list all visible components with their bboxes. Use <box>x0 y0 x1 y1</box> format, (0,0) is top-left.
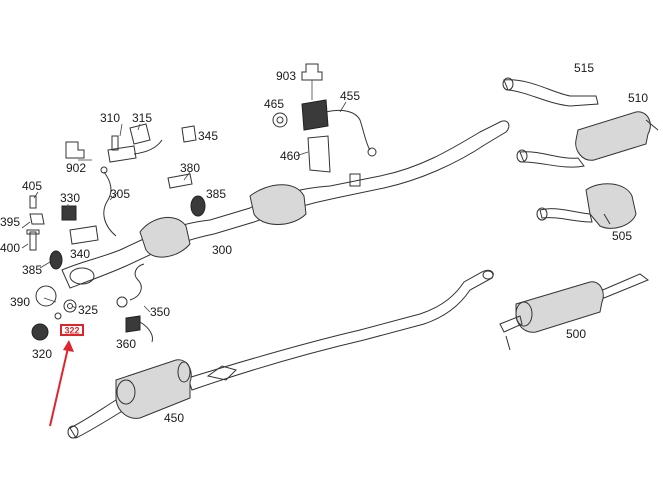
label-330: 330 <box>60 191 80 205</box>
label-903: 903 <box>276 69 296 83</box>
bracket-360[interactable] <box>125 315 153 343</box>
label-310: 310 <box>100 111 120 125</box>
label-360: 360 <box>116 337 136 351</box>
label-500: 500 <box>566 327 586 341</box>
label-505: 505 <box>612 229 632 243</box>
label-380: 380 <box>180 161 200 175</box>
control-unit-455[interactable] <box>301 99 377 157</box>
sensor-350[interactable] <box>116 263 145 308</box>
label-455: 455 <box>340 89 360 103</box>
label-400: 400 <box>0 241 20 255</box>
part-labels: 903 515 465 455 510 310 315 345 902 460 … <box>0 61 648 425</box>
center-pipe[interactable] <box>187 269 494 391</box>
label-390: 390 <box>10 295 30 309</box>
red-arrow <box>49 340 74 427</box>
clamp-380[interactable] <box>167 173 193 189</box>
label-465: 465 <box>264 97 284 111</box>
clamp-340[interactable] <box>69 225 99 245</box>
label-395: 395 <box>0 215 20 229</box>
sensor-310-315[interactable] <box>107 123 163 163</box>
bolt-400[interactable] <box>26 229 40 251</box>
sensor-cable-305[interactable] <box>100 166 117 237</box>
gasket-385-upper[interactable] <box>190 195 206 217</box>
sensor-plug-903[interactable] <box>301 63 323 81</box>
rear-muffler-500[interactable] <box>499 273 650 351</box>
label-450: 450 <box>164 411 184 425</box>
label-300: 300 <box>212 243 232 257</box>
label-385-lower: 385 <box>22 263 42 277</box>
label-460: 460 <box>280 149 300 163</box>
label-315: 315 <box>132 111 152 125</box>
washer-325[interactable] <box>54 299 77 320</box>
label-340: 340 <box>70 247 90 261</box>
label-320: 320 <box>32 347 52 361</box>
leader-lines <box>21 80 347 313</box>
label-510: 510 <box>628 91 648 105</box>
muffler-505[interactable] <box>536 183 637 229</box>
clamp-ring-390[interactable] <box>35 285 57 307</box>
tailpipe-515[interactable] <box>502 77 599 107</box>
nut-395[interactable] <box>29 213 45 225</box>
gasket-320[interactable] <box>31 323 49 341</box>
catalytic-converter-pipe-300[interactable] <box>61 120 510 289</box>
label-385-upper: 385 <box>206 187 226 201</box>
label-350: 350 <box>150 305 170 319</box>
label-902: 902 <box>66 161 86 175</box>
bracket-330[interactable] <box>61 205 77 221</box>
muffler-510[interactable] <box>516 111 659 168</box>
label-515: 515 <box>574 61 594 75</box>
plug-902[interactable] <box>65 141 85 159</box>
bolt-405[interactable] <box>29 195 37 209</box>
clip-345[interactable] <box>181 125 197 143</box>
label-305: 305 <box>110 187 130 201</box>
label-345: 345 <box>198 129 218 143</box>
gasket-465[interactable] <box>272 112 288 128</box>
bracket-460[interactable] <box>307 135 331 173</box>
front-muffler-450[interactable] <box>67 359 192 439</box>
part-322-highlight[interactable]: 322 <box>60 324 84 336</box>
label-405: 405 <box>22 179 42 193</box>
label-322: 322 <box>64 326 79 336</box>
gasket-385-lower[interactable] <box>49 250 63 270</box>
label-325: 325 <box>78 303 98 317</box>
